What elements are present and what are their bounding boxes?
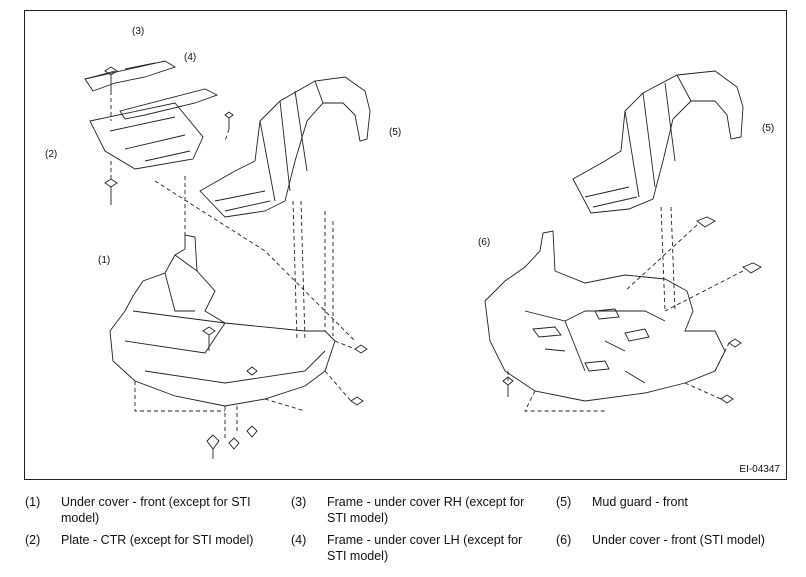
legend-num-2: (2) (25, 533, 41, 547)
legend-num-5: (5) (556, 495, 572, 509)
frame-under-cover-rh (84, 60, 177, 92)
vent-2 (594, 308, 620, 320)
legend-num-1: (1) (25, 495, 41, 509)
legend-text-6: Under cover - front (STI model) (592, 533, 765, 547)
push-rivet-3 (246, 425, 258, 438)
clip-r4 (720, 394, 734, 404)
legend-num-6: (6) (556, 533, 572, 547)
legend-text-3: Frame - under cover RH (except for STI m… (327, 495, 525, 525)
vent-4 (584, 360, 610, 372)
plate-ctr (89, 102, 204, 170)
mud-guard-left (199, 76, 371, 218)
callout-6: (6) (478, 237, 491, 248)
exploded-diagram-figure: (3) (4) (2) (5) (1) (6) (5) EI-04347 (24, 10, 787, 480)
callout-3: (3) (132, 26, 145, 37)
under-cover-front-sti (484, 230, 726, 402)
legend-text-1: Under cover - front (except for STI mode… (61, 495, 251, 525)
clip-r1 (696, 216, 716, 228)
vent-3 (624, 328, 650, 342)
bolt-r1 (502, 376, 514, 397)
figure-id: EI-04347 (739, 464, 780, 475)
callout-2: (2) (45, 149, 58, 160)
legend-text-2: Plate - CTR (except for STI model) (61, 533, 254, 547)
clip-r2 (742, 262, 762, 274)
bolt-1 (104, 66, 118, 91)
clip-3 (354, 344, 368, 354)
clip-r3 (728, 338, 742, 348)
bolt-2 (224, 111, 234, 129)
legend-num-4: (4) (291, 533, 307, 547)
frame-under-cover-lh (119, 88, 219, 120)
diagram-drawing (84, 60, 762, 459)
clip-1 (202, 326, 216, 351)
push-rivet-1 (206, 434, 220, 459)
bolt-3 (104, 178, 118, 205)
push-rivet-2 (228, 437, 240, 450)
clip-4 (350, 396, 364, 406)
legend-num-3: (3) (291, 495, 307, 509)
callout-4: (4) (184, 52, 197, 63)
legend-text-4: Frame - under cover LH (except for STI m… (327, 533, 523, 563)
callout-5-right: (5) (762, 123, 775, 134)
callout-1: (1) (98, 255, 111, 266)
legend-text-5: Mud guard - front (592, 495, 688, 509)
vent-1 (532, 326, 562, 338)
callout-5-left: (5) (389, 127, 402, 138)
mud-guard-right (572, 70, 744, 214)
clip-2 (246, 366, 258, 376)
under-cover-front-left (109, 234, 336, 407)
